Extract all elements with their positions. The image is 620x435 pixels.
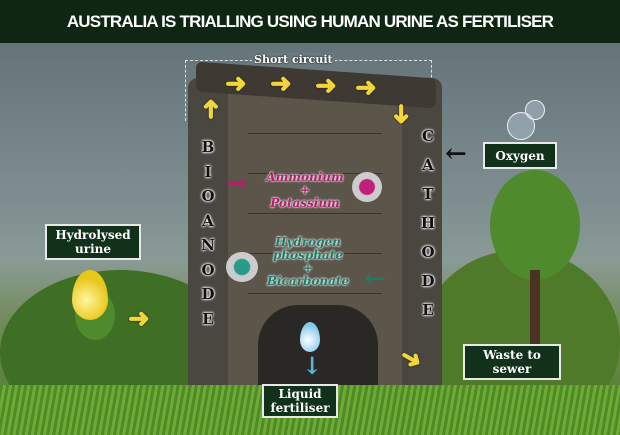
- arrow-right-icon: ➜: [225, 69, 247, 99]
- arrow-down-icon: ➜: [385, 103, 416, 125]
- arrow-right-icon: ➜: [355, 73, 377, 103]
- arrow-right-icon: ➜: [315, 71, 337, 101]
- tree-trunk: [530, 270, 540, 350]
- arrow-left-icon: ←: [364, 264, 386, 294]
- page-title: AUSTRALIA IS TRIALLING USING HUMAN URINE…: [0, 0, 620, 43]
- short-circuit-label: Short circuit: [252, 53, 335, 66]
- arrow-up-icon: ➜: [195, 98, 226, 120]
- urine-drop-icon: [72, 270, 108, 320]
- arrow-right-icon: ➜: [270, 69, 292, 99]
- liquid-fertiliser-label: Liquid fertiliser: [262, 384, 338, 418]
- ammonium-molecule-icon: [352, 172, 382, 202]
- arrow-right-icon: →: [226, 169, 248, 199]
- hydrolysed-urine-label: Hydrolysed urine: [45, 224, 141, 260]
- oxygen-bubble-icon: [525, 100, 545, 120]
- water-drop-icon: [300, 322, 320, 352]
- phosphate-molecule-icon: [226, 252, 258, 282]
- oxygen-label: Oxygen: [483, 142, 557, 169]
- oxygen-bubble-icon: [507, 112, 535, 140]
- tree: [490, 170, 580, 280]
- arrow-right-icon: ➜: [128, 304, 150, 334]
- waste-to-sewer-label: Waste to sewer: [463, 344, 561, 380]
- arrow-down-icon: ↓: [302, 351, 323, 380]
- arrow-left-icon: ←: [445, 139, 467, 169]
- ammonium-potassium-label: Ammonium+Potassium: [266, 170, 344, 210]
